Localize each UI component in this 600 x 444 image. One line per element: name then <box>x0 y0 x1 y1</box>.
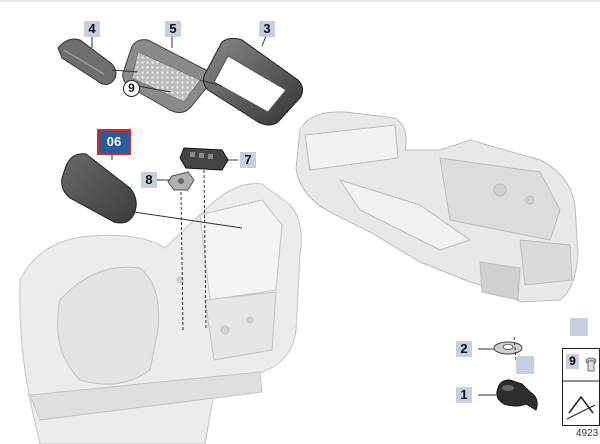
connector-icon <box>179 147 229 171</box>
body-panel-icon <box>19 183 302 444</box>
gasket-icon <box>57 38 117 86</box>
part-label-9[interactable]: 9 <box>123 80 140 97</box>
part-label-1[interactable]: 1 <box>456 387 472 403</box>
legend-number: 9 <box>566 354 579 369</box>
legend-drawing <box>563 357 599 420</box>
part-label-2[interactable]: 2 <box>456 341 472 357</box>
washer-icon <box>493 341 523 355</box>
clip-icon <box>167 171 195 191</box>
frame-icon <box>202 37 304 126</box>
part-label-5[interactable]: 5 <box>165 21 181 37</box>
legend-card: 9 <box>562 348 600 426</box>
header-rule <box>0 0 600 2</box>
leader-lines <box>91 35 517 396</box>
grille-icon <box>122 39 212 114</box>
nut-icon <box>496 379 538 411</box>
placeholder-box <box>516 356 534 374</box>
highlighted-part-callout[interactable]: 06 <box>97 129 131 155</box>
part-label-3[interactable]: 3 <box>259 21 275 37</box>
placeholder-box <box>570 318 588 336</box>
part-label-4[interactable]: 4 <box>84 21 100 37</box>
part-label-8[interactable]: 8 <box>141 172 157 188</box>
part-label-7[interactable]: 7 <box>240 152 256 168</box>
hvac-unit-icon <box>295 111 579 303</box>
cover-icon <box>61 153 137 224</box>
diagram-id: 4923 <box>576 428 599 439</box>
